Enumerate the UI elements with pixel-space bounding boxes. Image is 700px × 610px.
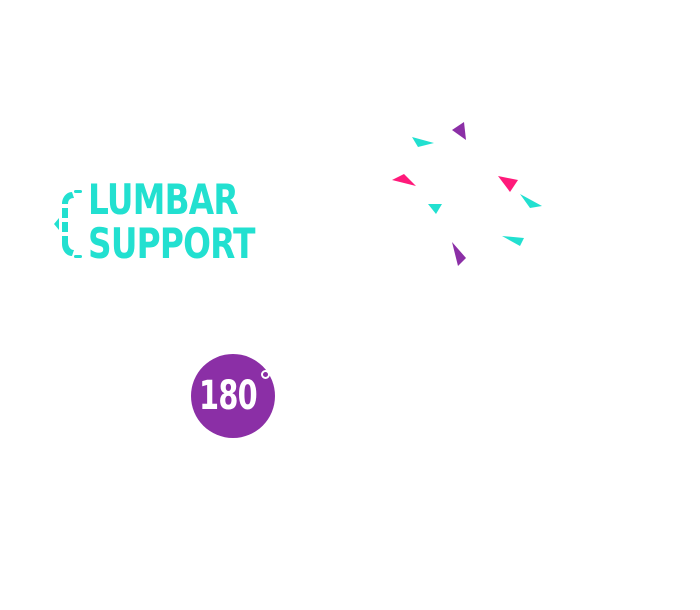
confetti-piece	[452, 242, 466, 266]
badge-circle	[191, 354, 275, 438]
lumbar-spine-icon	[54, 190, 82, 258]
confetti-piece	[452, 122, 466, 140]
rotation-180-badge: 180	[191, 354, 277, 440]
lumbar-support-wordmark: LUMBAR SUPPORT	[88, 178, 255, 266]
wordmark-line-1: LUMBAR	[88, 175, 239, 224]
confetti-piece	[412, 137, 434, 147]
degree-icon	[261, 370, 270, 379]
lumbar-support-logo: LUMBAR SUPPORT	[52, 178, 272, 272]
badge-number: 180	[199, 373, 258, 419]
confetti-burst-icon	[392, 122, 542, 266]
confetti-piece	[498, 176, 518, 192]
confetti-piece	[520, 194, 542, 208]
confetti-piece	[502, 236, 524, 246]
wordmark-line-2: SUPPORT	[88, 219, 255, 268]
confetti-piece	[392, 174, 416, 186]
confetti-piece	[428, 204, 442, 214]
